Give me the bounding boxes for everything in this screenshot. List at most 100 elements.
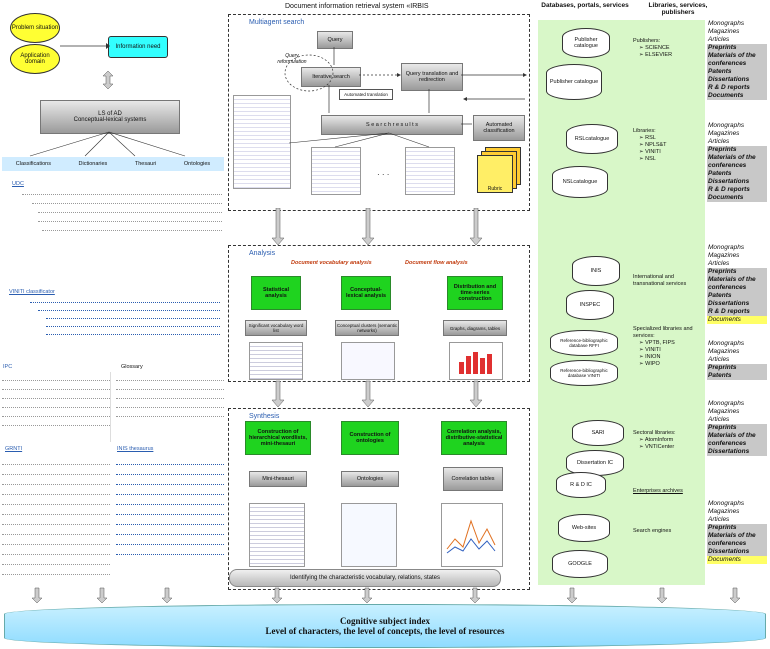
problem-situation-label: Problem situation xyxy=(11,25,59,31)
publisher-elsevier: ELSEVIER xyxy=(645,52,673,58)
information-need-label: Information need xyxy=(115,44,161,50)
category-arrows xyxy=(29,131,186,157)
category-dictionaries: Dictionaries xyxy=(78,161,108,167)
pub-magazines: Magazines xyxy=(708,348,740,355)
viniti-label: VINITI classificator xyxy=(9,289,55,295)
inis-db: INIS xyxy=(572,256,620,286)
pub-preprints: Preprints xyxy=(707,146,767,154)
pub-patents: Patents xyxy=(707,372,767,380)
bottom-arrows xyxy=(31,587,741,604)
col1-title: Databases, portals, services xyxy=(541,2,629,9)
panel-arrows xyxy=(271,208,483,408)
right-green-panel xyxy=(538,20,705,585)
multiagent-arrows xyxy=(284,47,527,148)
specialized-viniti: VINITI xyxy=(645,347,661,353)
sig-vocab-box: Significant vocabulary word list xyxy=(245,320,307,336)
pub-magazines: Magazines xyxy=(708,28,740,35)
search-engines-label: Search engines xyxy=(633,528,672,534)
pub-dissertations: Dissertations xyxy=(707,448,767,456)
pub-magazines: Magazines xyxy=(708,408,740,415)
hier-box: Construction of hierarchical wordlists, … xyxy=(245,421,311,455)
publisher-science: SCIENCE xyxy=(645,45,670,51)
pub-magazines: Magazines xyxy=(708,252,740,259)
nsl-catalogue-db: NSLcatalogue xyxy=(552,166,608,198)
pub-conferences: Materials of the conferences xyxy=(707,432,767,448)
rd-ic-db: R & D IC xyxy=(556,472,606,498)
ref-db-1-label: Reference-bibliographic database RFFI xyxy=(560,338,608,348)
automated-classification-box: Automated classification xyxy=(473,115,525,141)
specialized-vptb: VPTB, FIPS xyxy=(645,340,675,346)
problem-situation-node: Problem situation xyxy=(10,13,60,43)
publishers-label: Publishers: xyxy=(633,38,661,44)
ref-db-1: Reference-bibliographic database RFFI xyxy=(550,330,618,356)
udc-label: UDC xyxy=(12,181,24,187)
sari-db: SARI xyxy=(572,420,624,446)
cognitive-index-cylinder: Cognitive subject index Level of charact… xyxy=(4,604,766,648)
inspec-db: INSPEC xyxy=(566,290,614,320)
sectoral-label: Sectoral libraries: xyxy=(633,430,676,436)
pub-monographs: Monographs xyxy=(708,20,745,27)
mini-thesauri-label: Mini-thesauri xyxy=(262,476,294,482)
automated-translation-label: Automated translation xyxy=(344,92,388,97)
library-viniti: VINITI xyxy=(645,149,661,155)
ipc-doc xyxy=(2,372,111,442)
grnti-label: GRNTI xyxy=(5,446,23,452)
sectoral-list: Sectoral libraries: ➢ AtomInform ➢ VNTIC… xyxy=(633,430,705,451)
statistical-label: Statistical analysis xyxy=(263,287,289,299)
pub-conferences: Materials of the conferences xyxy=(707,276,767,292)
pub-monographs: Monographs xyxy=(708,122,745,129)
application-domain-node: Application domain xyxy=(10,44,60,74)
pub-monographs: Monographs xyxy=(708,500,745,507)
libraries-list: Libraries: ➢ RSL ➢ NPLS&T ➢ VINITI ➢ NSL xyxy=(633,128,667,162)
publisher-catalogue-label: Publisher catalogue xyxy=(574,37,598,49)
specialized-label: Specialized libraries and services: xyxy=(633,326,693,339)
specialized-wipo: WIPO xyxy=(645,361,660,367)
pub-articles: Articles xyxy=(708,356,730,363)
mini-thesauri-box: Mini-thesauri xyxy=(249,471,307,487)
pub-articles: Articles xyxy=(708,516,730,523)
diagram-title: Document information retrieval system «I… xyxy=(285,3,429,10)
dissertations-ic-label: Dissertation IC xyxy=(576,460,614,466)
col2-title: Libraries, services, publishers xyxy=(648,2,708,16)
ipc-label: IPC xyxy=(3,364,13,370)
websites-label: Web-sites xyxy=(571,525,597,531)
identify-bar: Identifying the characteristic vocabular… xyxy=(229,569,501,587)
automated-classification-label: Automated classification xyxy=(483,122,515,134)
query-translation-box: Query translation and redirection xyxy=(401,63,463,91)
category-thesauri: Thesauri xyxy=(134,161,157,167)
ontologies-box: Ontologies xyxy=(341,471,399,487)
google-db: GOOGLE xyxy=(552,550,608,578)
conceptual-box: Conceptual-lexical analysis xyxy=(341,276,391,310)
specialized-list: Specialized libraries and services: ➢ VP… xyxy=(633,326,705,368)
publisher-catalogue-label-2: Publisher catalogue xyxy=(549,79,599,85)
pub-monographs: Monographs xyxy=(708,400,745,407)
analysis-panel: Analysis Document vocabulary analysis Do… xyxy=(228,245,530,382)
conceptual-clusters-box: Conceptual clusters (semantic networks) xyxy=(335,320,399,336)
synthesis-doc-3 xyxy=(441,503,503,567)
pub-preprints: Preprints xyxy=(707,44,767,52)
corr-box: Correlation analysis, distributive-stati… xyxy=(441,421,507,455)
ref-db-2-label: Reference-bibliographic database VINITI xyxy=(560,368,608,378)
rd-ic-label: R & D IC xyxy=(570,482,592,488)
cognitive-index-levels: Level of characters, the level of concep… xyxy=(265,626,505,636)
pub-conferences: Materials of the conferences xyxy=(707,154,767,170)
ontologies-label: Ontologies xyxy=(356,476,384,482)
analysis-doc-2 xyxy=(341,342,395,380)
pub-dissertations: Dissertations xyxy=(707,178,767,186)
pub-rd-reports: R & D reports xyxy=(707,308,767,316)
graphs-label: Graphs, diagrams, tables xyxy=(449,325,501,331)
pub-dissertations: Dissertations xyxy=(707,548,767,556)
pub-monographs: Monographs xyxy=(708,244,745,251)
inis-thesaurus-label: INIS thesaurus xyxy=(117,446,154,452)
synthesis-doc-2 xyxy=(341,503,397,567)
sectoral-atominform: AtomInform xyxy=(644,437,674,443)
pub-preprints: Preprints xyxy=(707,364,767,372)
pub-patents: Patents xyxy=(707,292,767,300)
pub-documents: Documents xyxy=(707,194,767,202)
multiagent-title: Multiagent search xyxy=(249,19,305,26)
doc-vocab-label: Document vocabulary analysis xyxy=(291,260,372,266)
inis-thesaurus-doc xyxy=(116,455,224,565)
library-nsl: NSL xyxy=(645,156,656,162)
multiagent-panel: Multiagent search Query Query reformulat… xyxy=(228,14,530,211)
